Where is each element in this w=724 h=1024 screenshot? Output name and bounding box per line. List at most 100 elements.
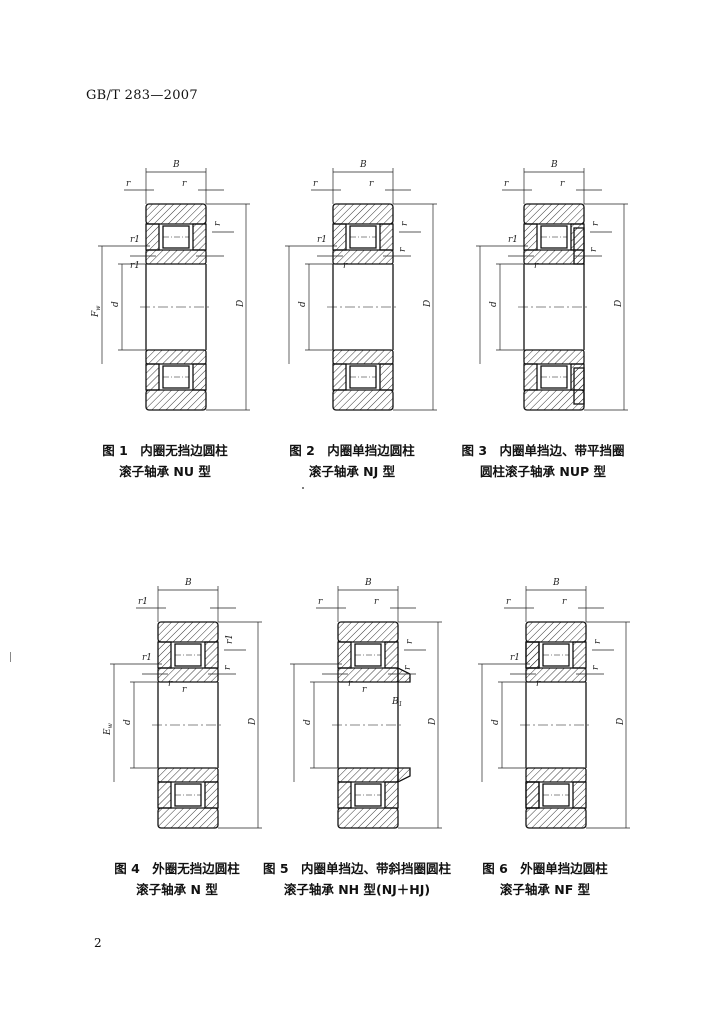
dimension-symbol: r xyxy=(536,679,541,689)
dimension-label: B xyxy=(364,578,372,588)
caption-line-2: 滚子轴承 NF 型 xyxy=(499,882,591,897)
dimension-symbol: r xyxy=(405,639,415,644)
dimension-symbol: r xyxy=(591,221,601,226)
dimension-label: d xyxy=(491,719,501,725)
scan-speck xyxy=(10,652,11,662)
dimension-symbol: r1 xyxy=(130,261,140,271)
dimension-symbol: r1 xyxy=(510,653,520,663)
dimension-label: r xyxy=(182,685,187,695)
caption-line-1: 图 2 内圈单挡边圆柱 xyxy=(289,443,415,458)
dimension-symbol: r xyxy=(400,221,410,226)
dimension-symbol: D xyxy=(236,300,246,308)
dimension-label: D xyxy=(248,718,258,726)
bearing-section-drawing: Br r r r1 r r d D xyxy=(478,578,630,829)
figure-caption: 图 1 内圈无挡边圆柱 滚子轴承 NU 型 xyxy=(70,440,260,482)
dimension-symbol: r1 xyxy=(130,235,140,245)
dimension-label: r xyxy=(168,679,173,689)
dimension-label: D xyxy=(614,300,624,308)
dimension-symbol: r1 xyxy=(317,235,327,245)
dimension-label: r xyxy=(223,665,233,670)
standard-code: GB/T 283—2007 xyxy=(86,88,198,103)
dimension-label: r xyxy=(343,261,348,271)
dimension-label: B xyxy=(552,578,560,588)
dimension-symbol: r xyxy=(403,665,413,670)
dimension-symbol: r xyxy=(126,179,131,189)
dimension-label: r xyxy=(506,597,511,607)
dimension-symbol: r xyxy=(343,261,348,271)
dimension-symbol: r1 xyxy=(225,634,235,644)
dimension-label: d xyxy=(303,719,313,725)
dimension-label: r xyxy=(362,685,367,695)
caption-line-1: 图 4 外圈无挡边圆柱 xyxy=(114,861,240,876)
dimension-subscript: w xyxy=(107,722,114,728)
dimension-symbol: B xyxy=(364,578,372,588)
caption-line-2: 圆柱滚子轴承 NUP 型 xyxy=(480,464,606,479)
caption-line-2: 滚子轴承 NJ 型 xyxy=(308,464,396,479)
dimension-symbol: B xyxy=(391,697,399,707)
dimension-symbol: r xyxy=(213,221,223,226)
figure-caption: 图 3 内圈单挡边、带平挡圈 圆柱滚子轴承 NUP 型 xyxy=(448,440,638,482)
caption-line-2: 滚子轴承 NU 型 xyxy=(119,464,211,479)
dimension-symbol: r xyxy=(560,179,565,189)
dimension-label: r xyxy=(562,597,567,607)
dimension-symbol: d xyxy=(298,301,308,307)
dimension-label: d xyxy=(489,301,499,307)
dimension-symbol: B xyxy=(172,160,180,170)
dimension-symbol: r1 xyxy=(142,653,152,663)
dimension-label: D xyxy=(236,300,246,308)
dimension-label: r xyxy=(182,179,187,189)
dimension-symbol: E xyxy=(103,728,113,736)
dimension-symbol: r1 xyxy=(508,235,518,245)
dimension-label: r xyxy=(405,639,415,644)
dimension-label: B xyxy=(550,160,558,170)
dimension-subscript: 1 xyxy=(399,701,403,708)
dimension-symbol: r xyxy=(504,179,509,189)
dimension-symbol: r xyxy=(562,597,567,607)
dimension-symbol: d xyxy=(111,301,121,307)
dimension-label: B1 xyxy=(391,697,402,708)
figure-caption: 图 4 外圈无挡边圆柱 滚子轴承 N 型 xyxy=(82,858,272,900)
caption-line-1: 图 3 内圈单挡边、带平挡圈 xyxy=(461,443,625,458)
dimension-symbol: B xyxy=(359,160,367,170)
dimension-symbol: r xyxy=(398,247,408,252)
dimension-label: r1 xyxy=(510,653,520,663)
figure-caption: 图 6 外圈单挡边圆柱 滚子轴承 NF 型 xyxy=(450,858,640,900)
dimension-label: d xyxy=(111,301,121,307)
dimension-symbol: d xyxy=(303,719,313,725)
dimension-symbol: r xyxy=(374,597,379,607)
dimension-symbol: d xyxy=(491,719,501,725)
dimension-symbol: r xyxy=(593,639,603,644)
dimension-symbol: r xyxy=(182,179,187,189)
dimension-label: Ew xyxy=(103,722,114,736)
caption-line-2: 滚子轴承 N 型 xyxy=(136,882,218,897)
dimension-label: r xyxy=(374,597,379,607)
dimension-subscript: w xyxy=(95,305,102,311)
dimension-label: d xyxy=(298,301,308,307)
dimension-label: r1 xyxy=(142,653,152,663)
dimension-label: Fw xyxy=(91,305,102,318)
dimension-symbol: r xyxy=(348,679,353,689)
dimension-label: r xyxy=(593,639,603,644)
dimension-symbol: D xyxy=(423,300,433,308)
scan-speck xyxy=(302,487,304,489)
dimension-symbol: r xyxy=(591,665,601,670)
dimension-symbol: B xyxy=(184,578,192,588)
dimension-label: r1 xyxy=(130,261,140,271)
dimension-symbol: B xyxy=(550,160,558,170)
dimension-label: r xyxy=(560,179,565,189)
dimension-label: B xyxy=(184,578,192,588)
dimension-label: r xyxy=(348,679,353,689)
dimension-symbol: r xyxy=(362,685,367,695)
dimension-label: D xyxy=(616,718,626,726)
dimension-label: D xyxy=(428,718,438,726)
dimension-symbol: B xyxy=(552,578,560,588)
dimension-symbol: d xyxy=(123,719,133,725)
dimension-symbol: d xyxy=(489,301,499,307)
